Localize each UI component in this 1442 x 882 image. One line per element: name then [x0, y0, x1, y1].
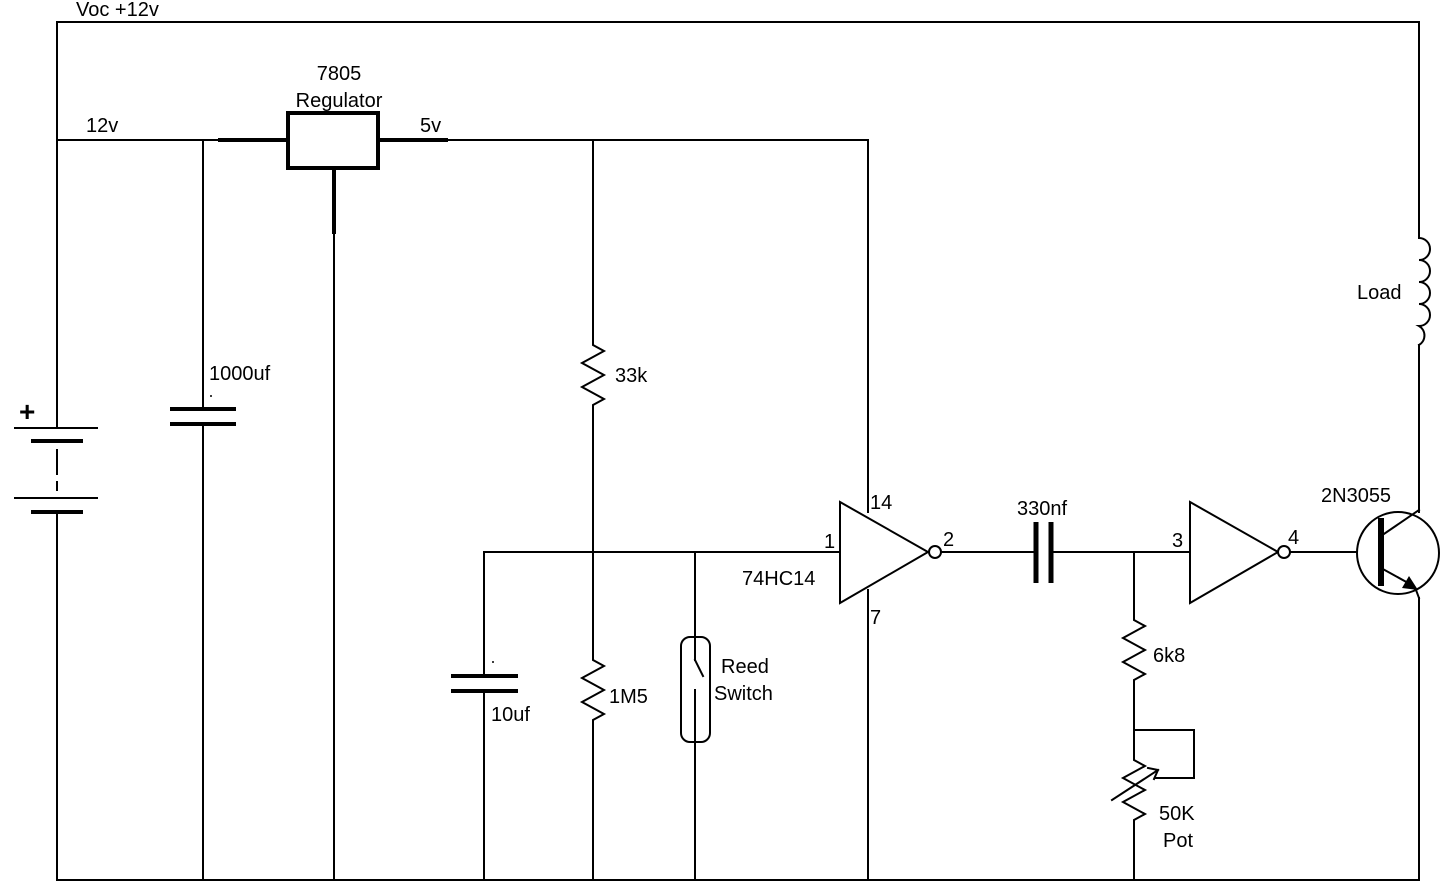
label-7805: 7805: [317, 63, 362, 85]
label-pin14: 14: [870, 492, 892, 514]
capacitor-10uf: [451, 661, 518, 693]
label-switch: Switch: [714, 683, 773, 705]
label-reed: Reed: [721, 656, 769, 678]
label-pin1: 1: [824, 531, 835, 553]
resistor-1m5: [579, 631, 607, 727]
label-5v: 5v: [420, 115, 441, 137]
label-load: Load: [1357, 282, 1402, 304]
battery-symbol: +: [14, 396, 98, 541]
label-33k: 33k: [615, 365, 648, 387]
resistor-6k8: [1120, 613, 1148, 689]
wires: [56, 21, 1420, 881]
inverter-gate-1: [811, 500, 942, 605]
label-74hc14: 74HC14: [742, 568, 815, 590]
label-pin3: 3: [1172, 530, 1183, 552]
label-6k8: 6k8: [1153, 645, 1185, 667]
regulator-7805: [218, 111, 448, 234]
potentiometer-50k: [1110, 729, 1160, 831]
load-coil: [1415, 179, 1431, 347]
label-2n3055: 2N3055: [1321, 485, 1391, 507]
label-50k: 50K: [1159, 803, 1195, 825]
label-1000uf: 1000uf: [209, 363, 271, 385]
capacitor-1000uf: [170, 395, 236, 426]
capacitor-330nf: [1033, 522, 1054, 583]
label-1m5: 1M5: [609, 686, 648, 708]
label-pot: Pot: [1163, 830, 1193, 852]
resistor-33k: [579, 317, 607, 413]
label-pin2: 2: [943, 529, 954, 551]
label-pin7: 7: [870, 607, 881, 629]
label-regulator: Regulator: [296, 90, 383, 112]
label-pin4: 4: [1288, 527, 1299, 549]
reed-switch: [680, 636, 711, 743]
battery-plus-sign: +: [19, 396, 35, 427]
label-330nf: 330nf: [1017, 498, 1067, 520]
inverter-gate-2: [1189, 500, 1291, 605]
label-supply: Voc +12v: [76, 0, 159, 21]
label-12v: 12v: [86, 115, 118, 137]
label-10uf: 10uf: [491, 704, 530, 726]
transistor-2n3055: [1356, 507, 1440, 600]
